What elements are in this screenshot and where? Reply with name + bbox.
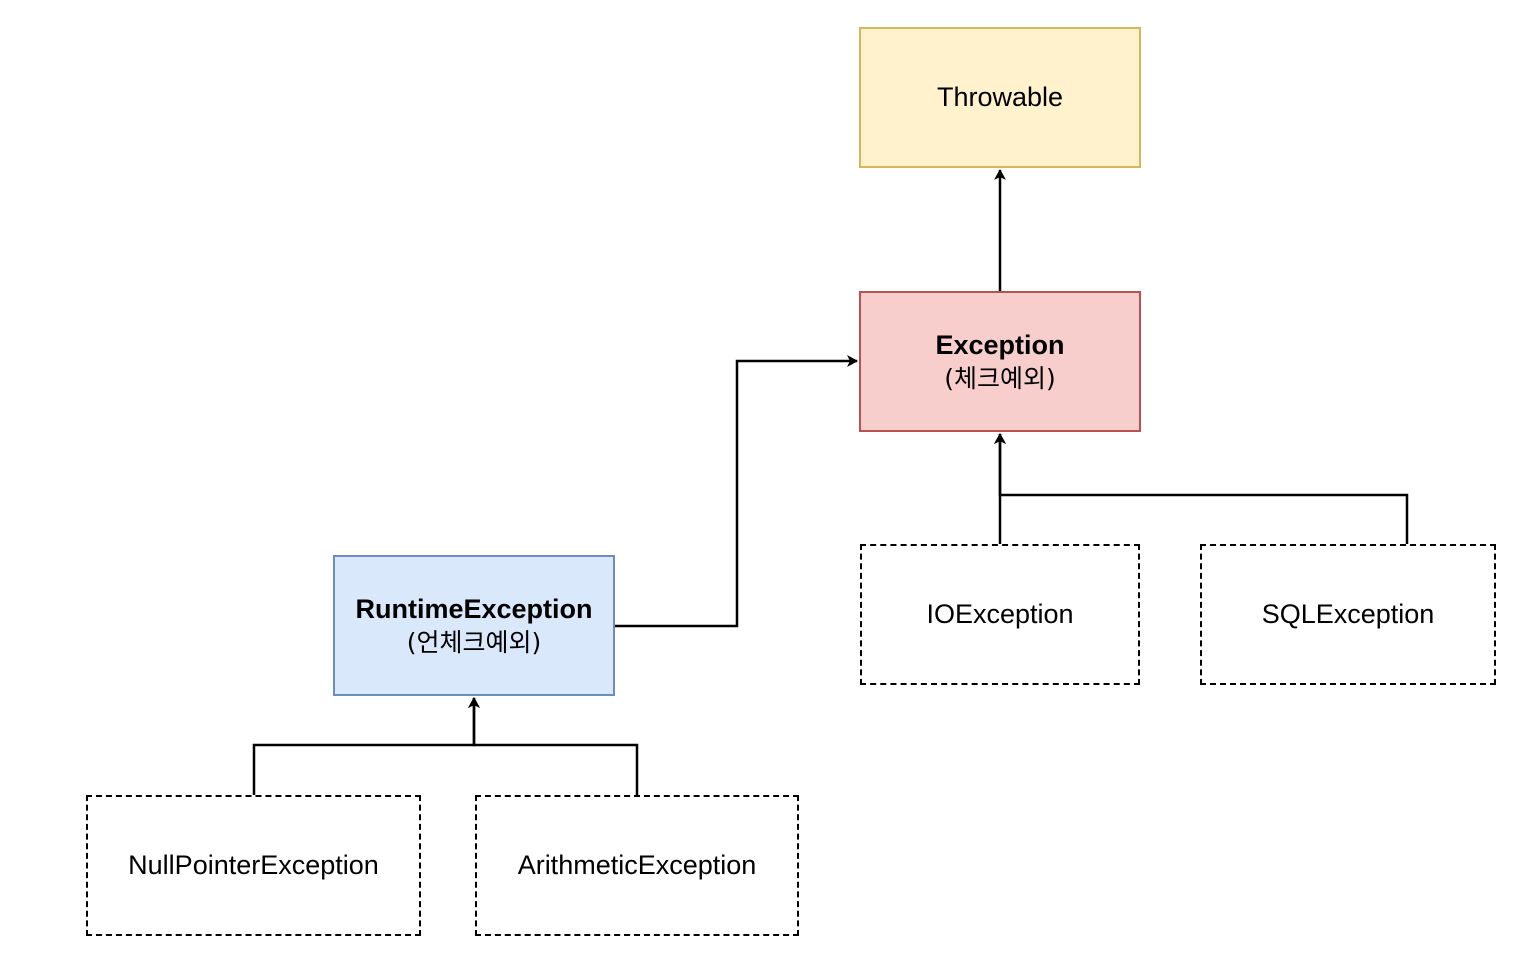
sql-exception-node: SQLException bbox=[1200, 544, 1496, 685]
io-exception-label: IOException bbox=[926, 599, 1074, 629]
runtime-exception-node: RuntimeException (언체크예외) bbox=[333, 555, 615, 696]
runtime-exception-label: RuntimeException bbox=[355, 593, 593, 624]
exception-sublabel: (체크예외) bbox=[944, 363, 1056, 393]
runtime-exception-sublabel: (언체크예외) bbox=[406, 627, 542, 657]
edge-runtime-to-exception bbox=[615, 355, 858, 628]
sql-exception-label: SQLException bbox=[1261, 599, 1435, 629]
exception-node: Exception (체크예외) bbox=[859, 291, 1141, 432]
throwable-node: Throwable bbox=[859, 27, 1141, 168]
null-pointer-exception-label: NullPointerException bbox=[128, 850, 379, 880]
null-pointer-exception-node: NullPointerException bbox=[86, 795, 421, 936]
edge-arith-to-runtime bbox=[468, 697, 639, 795]
io-exception-node: IOException bbox=[860, 544, 1140, 685]
arithmetic-exception-label: ArithmeticException bbox=[517, 850, 757, 880]
exception-label: Exception bbox=[935, 329, 1065, 360]
arithmetic-exception-node: ArithmeticException bbox=[475, 795, 799, 936]
edge-npe-to-runtime bbox=[252, 697, 480, 795]
edge-sqlexception-to-exception bbox=[994, 433, 1409, 544]
throwable-label: Throwable bbox=[936, 82, 1064, 112]
